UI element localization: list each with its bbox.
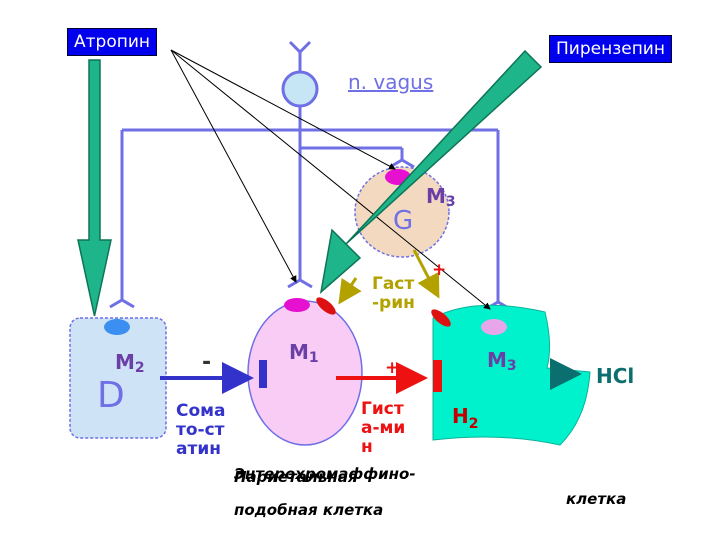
- ecl-m1-receptor: [284, 298, 310, 312]
- hcl-label: HCl: [596, 364, 635, 388]
- ecl-m1-label: M1: [289, 340, 319, 366]
- parietal-h2-receptor: [433, 360, 442, 392]
- h2-receptor-label: H2: [452, 404, 479, 432]
- atropine-arrow: [77, 59, 112, 317]
- g-cell-m3-label: M3: [426, 184, 456, 210]
- gastrin-arrow-to-ecl: [338, 277, 362, 305]
- d-cell-name: D: [97, 375, 125, 416]
- pirenzepine-arrow: [319, 49, 543, 294]
- ecl-gastrin-receptor: [316, 297, 336, 315]
- somatostatin-label: Сома то-ст атин: [176, 401, 226, 459]
- parietal-gastrin-receptor: [431, 309, 451, 327]
- pirenzepine-label: Пирензепин: [549, 35, 672, 63]
- histamine-plus-sign: +: [385, 358, 400, 378]
- g-cell: [354, 166, 450, 258]
- parietal-cell: [432, 304, 591, 446]
- gastrin-label: Гаст -рин: [372, 274, 415, 313]
- atropine-label: Атропин: [67, 28, 158, 56]
- vagus-neuron-body: [281, 70, 319, 108]
- ecl-cell-caption: Энтерохромаффино- подобная клетка: [234, 465, 416, 519]
- parietal-caption-line1: Париетальная: [234, 468, 358, 486]
- gastrin-arrow-to-parietal: [412, 249, 440, 299]
- parietal-caption-line2: клетка: [566, 490, 627, 508]
- histamine-label: Гист а-ми н: [361, 399, 406, 457]
- d-cell-receptor: [104, 319, 130, 335]
- vagus-label: n. vagus: [348, 70, 434, 94]
- atropine-block-lines: [170, 49, 491, 310]
- g-cell-name: G: [393, 206, 414, 236]
- d-cell-m2-label: M2: [115, 350, 145, 376]
- minus-sign: -: [202, 350, 212, 375]
- parietal-m3-receptor: [481, 319, 507, 335]
- ecl-somatostatin-receptor: [259, 360, 267, 388]
- parietal-m3-label: M3: [487, 348, 517, 374]
- gastrin-plus-sign: +: [432, 260, 447, 280]
